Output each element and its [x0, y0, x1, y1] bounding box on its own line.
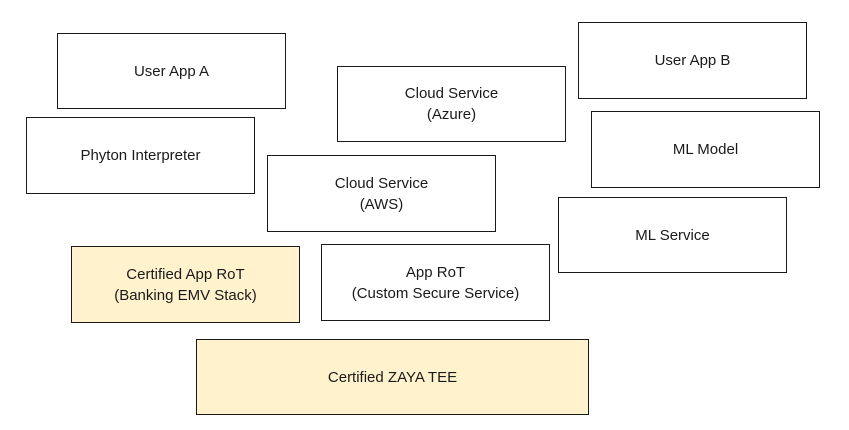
cloud-service-azure-title: Cloud Service — [404, 85, 499, 102]
cloud-service-azure-subtitle: (Azure) — [426, 106, 477, 123]
ml-model-box: ML Model — [591, 111, 820, 188]
cloud-service-aws-subtitle: (AWS) — [359, 195, 404, 213]
ml-service-label: ML Service — [635, 226, 710, 244]
user-app-b-label: User App B — [654, 52, 731, 69]
cloud-service-azure-box: Cloud Service (Azure) — [337, 66, 566, 142]
app-rot-title: App RoT — [405, 263, 466, 281]
certified-app-rot-subtitle: (Banking EMV Stack) — [114, 286, 257, 304]
app-rot-subtitle: (Custom Secure Service) — [351, 284, 520, 302]
ml-service-box: ML Service — [558, 197, 787, 273]
user-app-a-label: User App A — [133, 62, 210, 80]
user-app-a-box: User App A — [57, 33, 286, 109]
cloud-service-aws-title: Cloud Service — [334, 174, 429, 192]
certified-app-rot-title: Certified App RoT — [126, 265, 245, 283]
certified-app-rot-box: Certified App RoT (Banking EMV Stack) — [71, 246, 300, 323]
python-interpreter-box: Phyton Interpreter — [26, 117, 255, 194]
app-rot-box: App RoT (Custom Secure Service) — [321, 244, 550, 321]
certified-tee-label: Certified ZAYA TEE — [327, 368, 458, 386]
certified-tee-box: Certified ZAYA TEE — [196, 339, 589, 415]
user-app-b-box: User App B — [578, 22, 807, 99]
python-interpreter-label: Phyton Interpreter — [80, 147, 201, 164]
cloud-service-aws-box: Cloud Service (AWS) — [267, 155, 496, 232]
ml-model-label: ML Model — [672, 141, 739, 158]
